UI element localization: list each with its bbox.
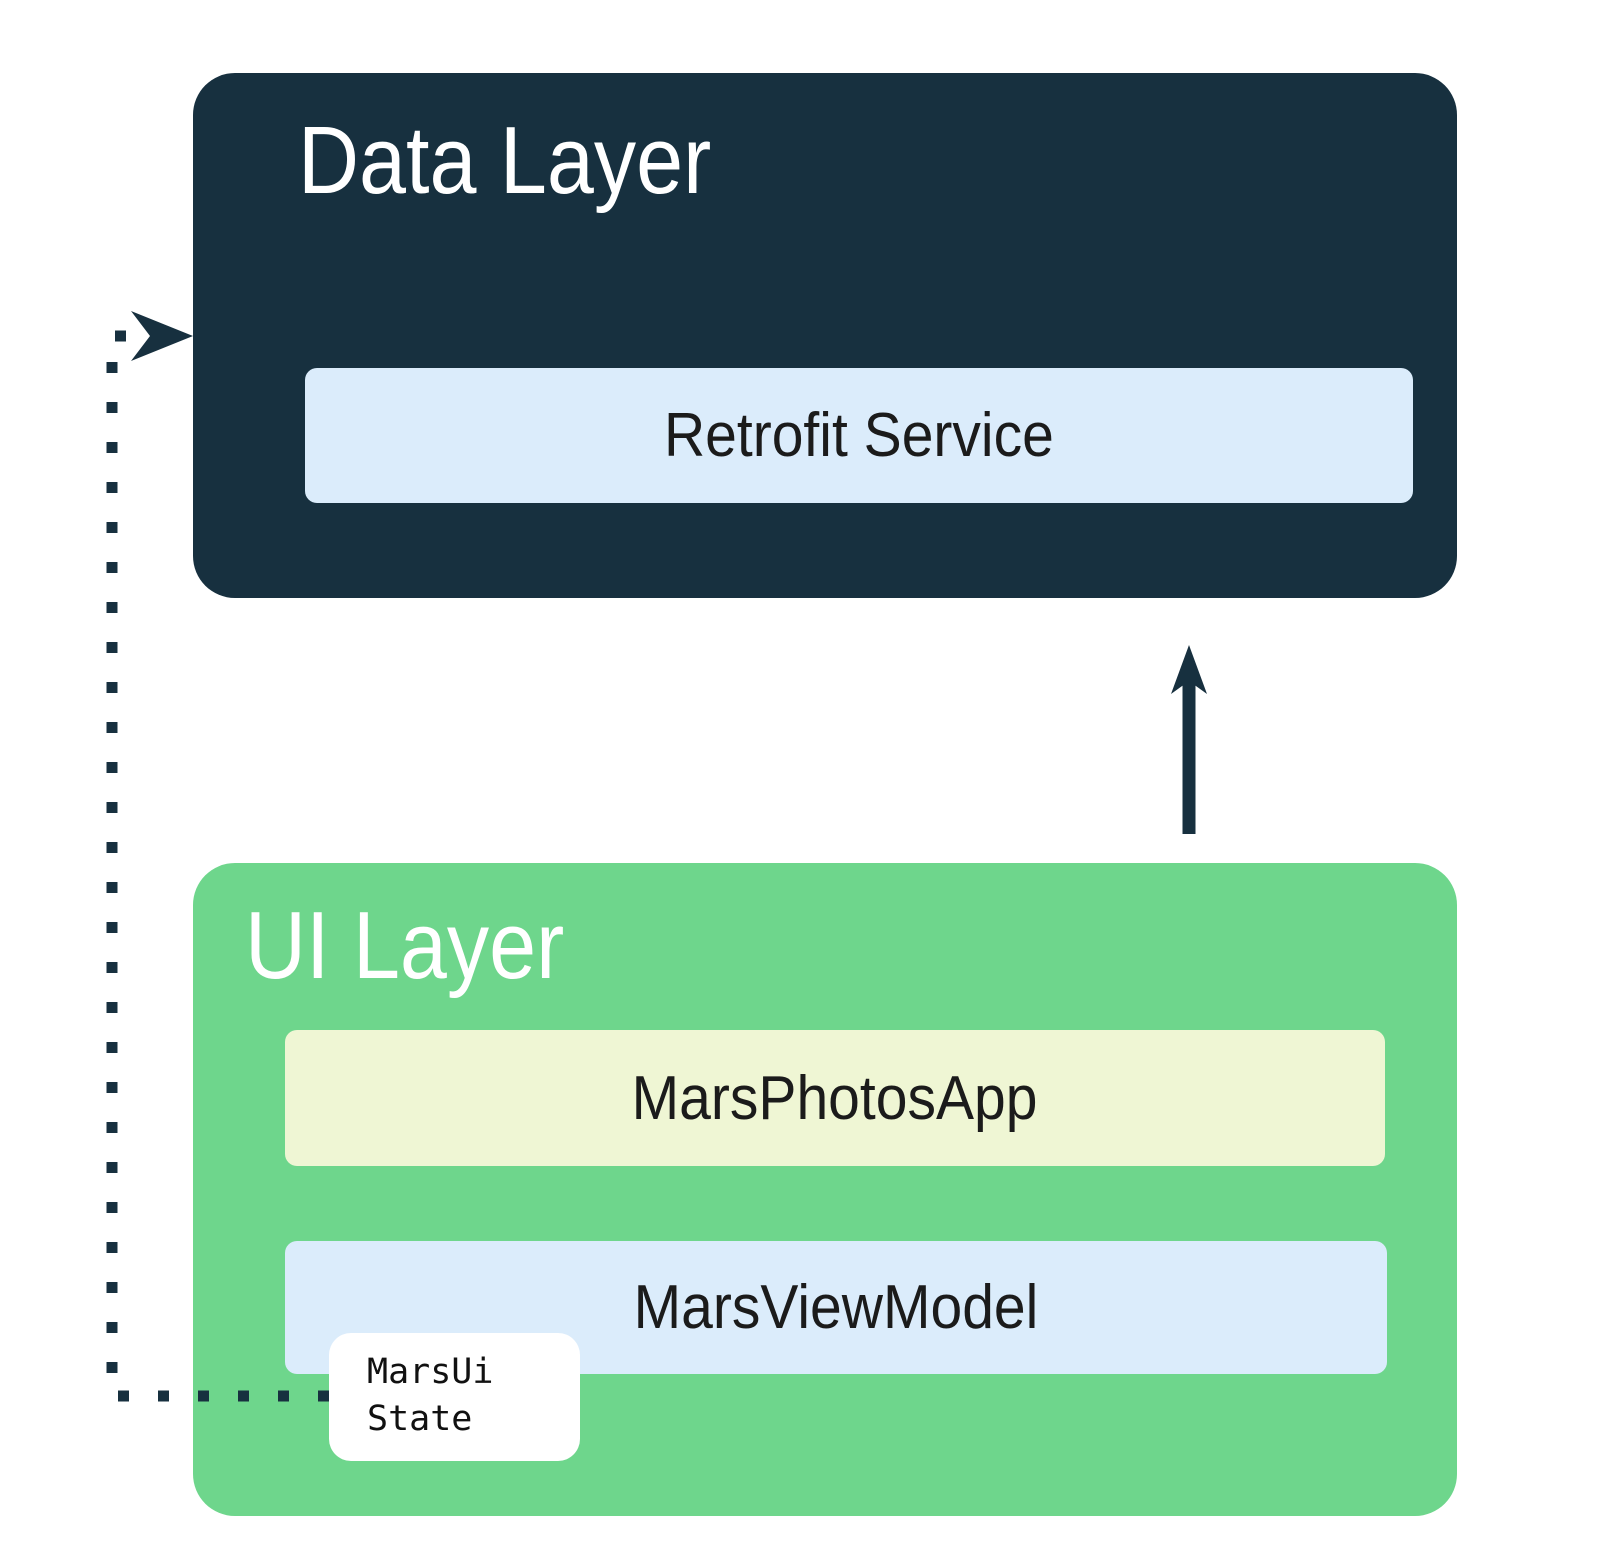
ui-layer-title: UI Layer bbox=[245, 898, 608, 994]
ui-layer-title-text: UI Layer bbox=[245, 892, 565, 999]
retrofit-service-label: Retrofit Service bbox=[664, 401, 1054, 470]
mars-ui-state-box: MarsUi State bbox=[329, 1333, 580, 1461]
ui-layer-box: UI Layer MarsPhotosApp MarsViewModel Mar… bbox=[193, 863, 1457, 1516]
mars-photos-app-label: MarsPhotosApp bbox=[632, 1063, 1038, 1133]
data-layer-box: Data Layer Retrofit Service bbox=[193, 73, 1457, 598]
mars-photos-app-box: MarsPhotosApp bbox=[285, 1030, 1385, 1166]
data-layer-title: Data Layer bbox=[298, 113, 768, 209]
dotted-arrowhead-icon bbox=[131, 311, 193, 361]
mars-view-model-label: MarsViewModel bbox=[633, 1273, 1039, 1342]
mars-ui-state-label: MarsUi State bbox=[367, 1352, 494, 1439]
data-layer-title-text: Data Layer bbox=[298, 107, 712, 214]
solid-up-arrow bbox=[1171, 645, 1207, 834]
retrofit-service-box: Retrofit Service bbox=[305, 368, 1413, 503]
solid-arrowhead-icon bbox=[1171, 645, 1207, 694]
